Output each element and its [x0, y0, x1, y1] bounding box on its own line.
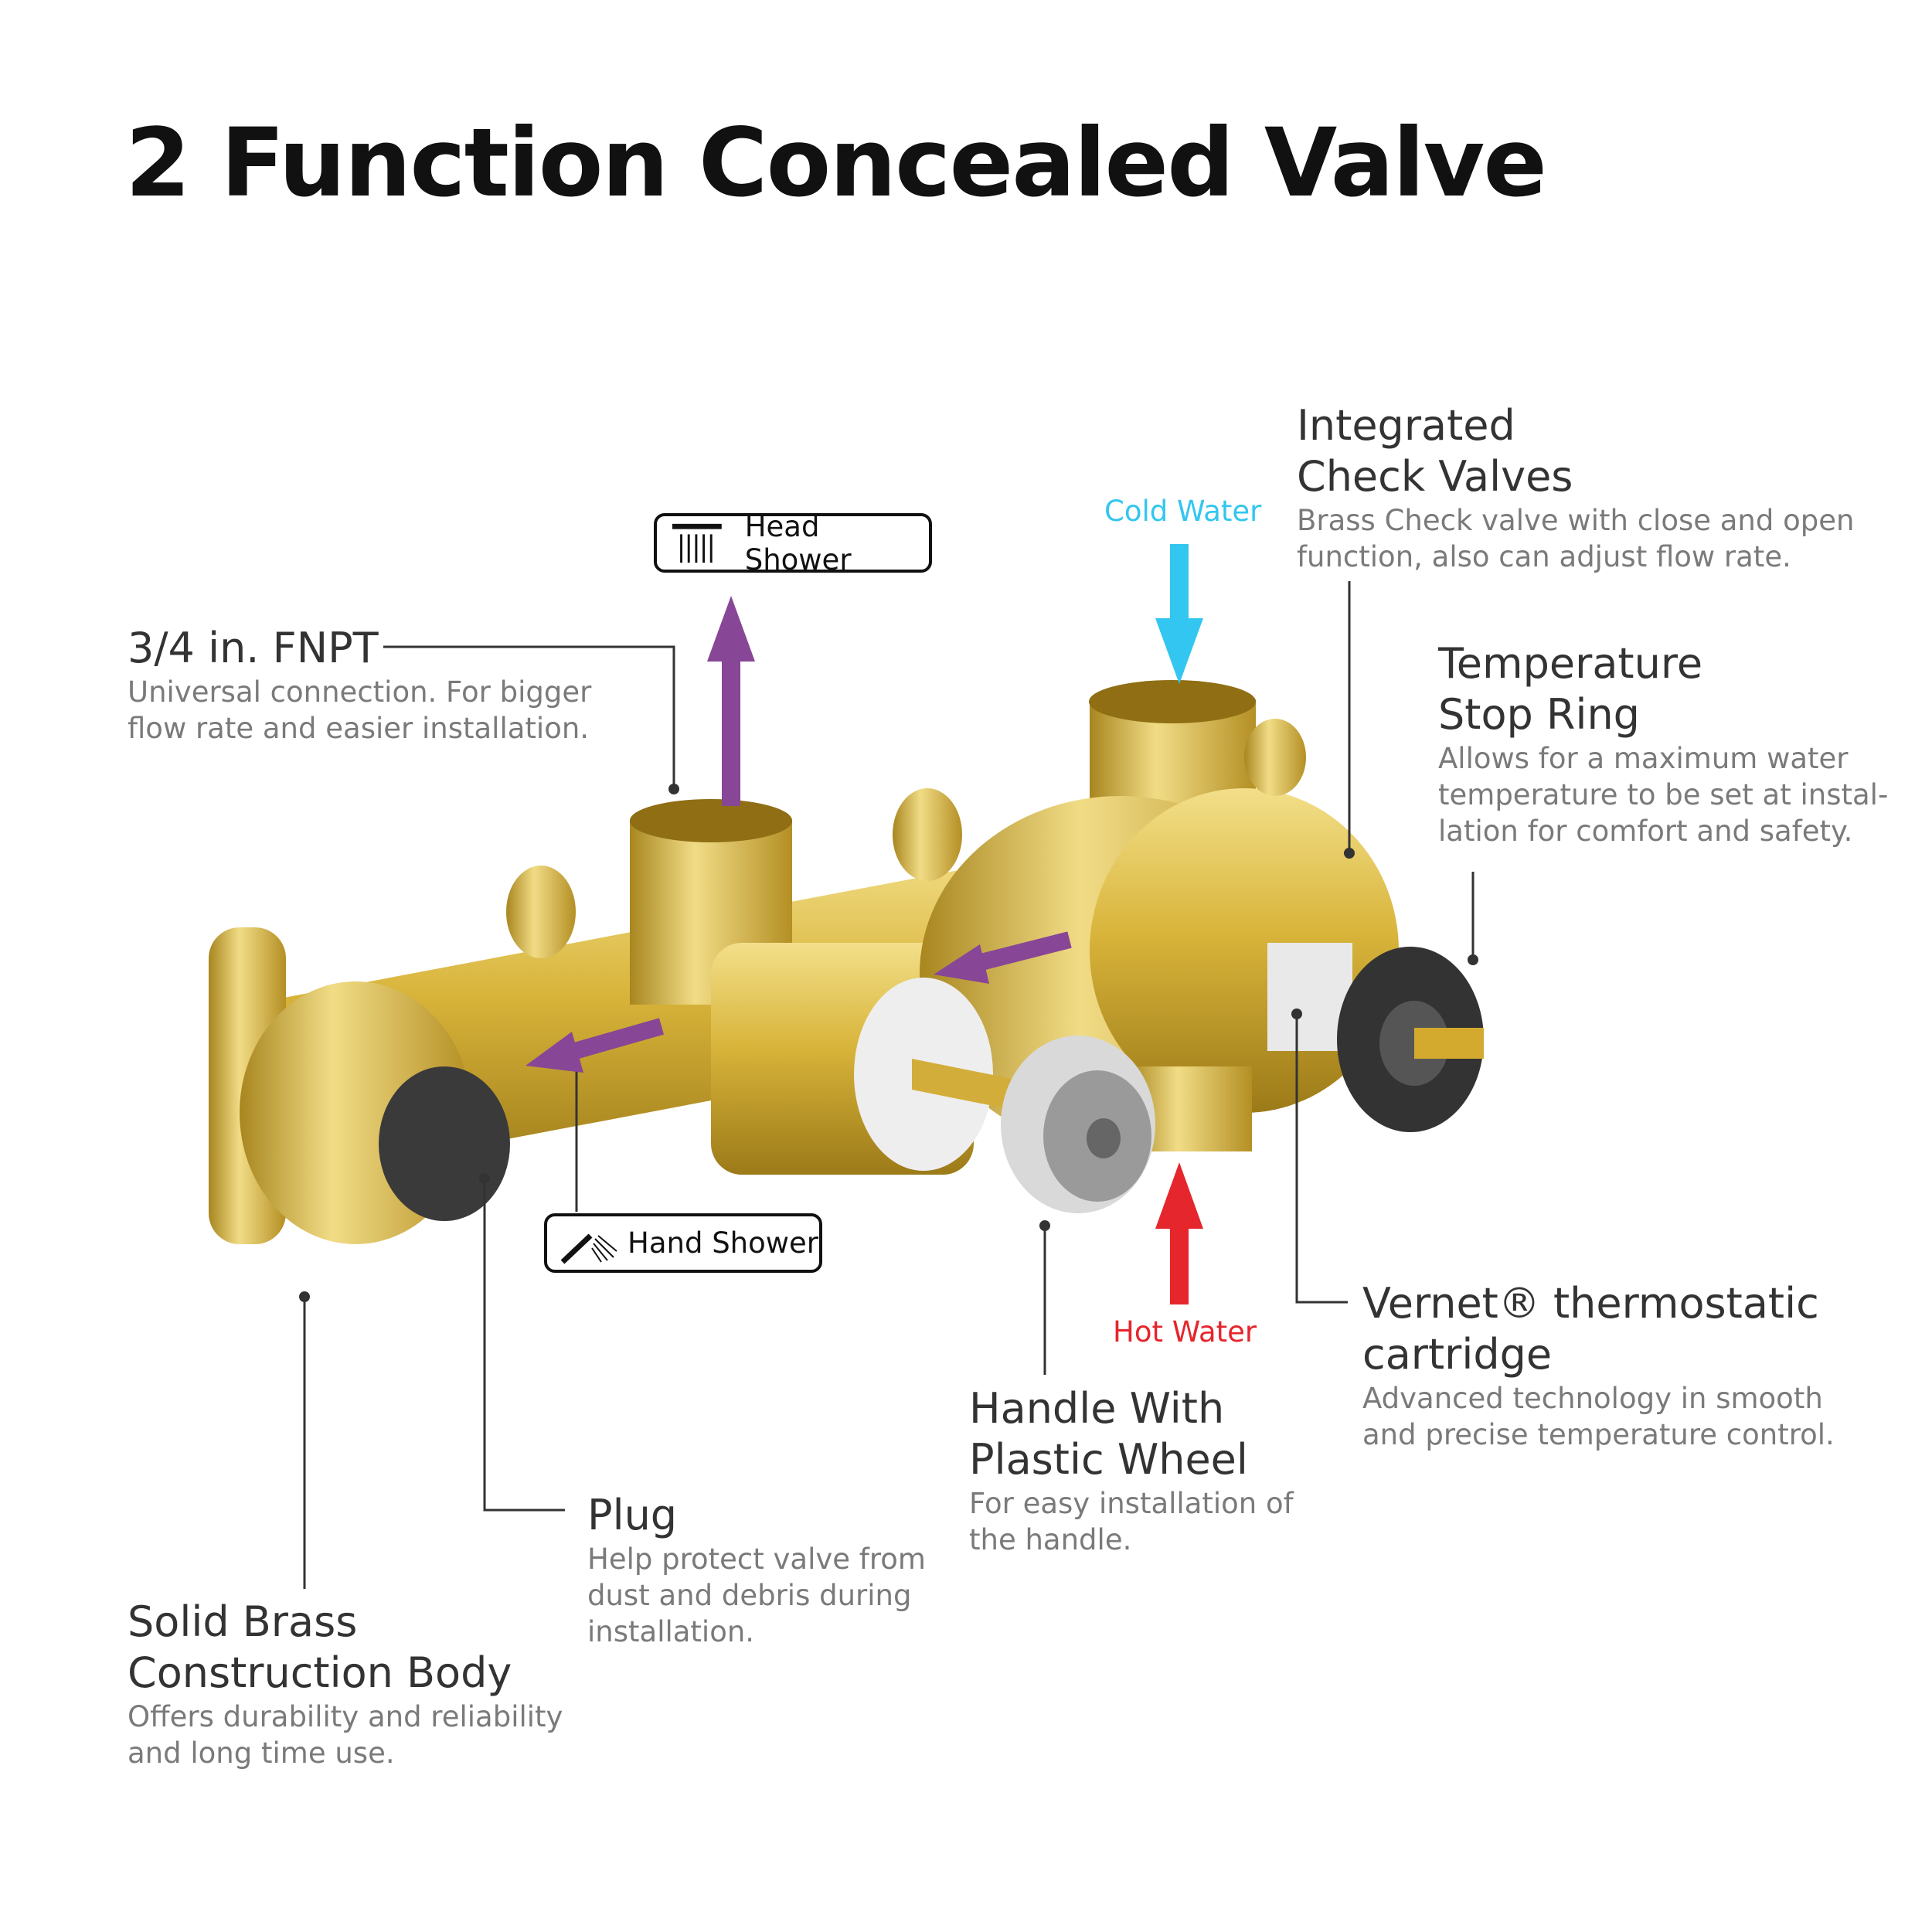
callout-heading: Temperature	[1438, 639, 1703, 688]
internal-flow-arrow	[934, 931, 1072, 984]
callout-heading: 3/4 in. FNPT	[128, 624, 379, 672]
callout-desc: Advanced technology in smooth	[1362, 1382, 1823, 1415]
callout-stop-ring: Temperature Stop Ring Allows for a maxim…	[1438, 638, 1888, 849]
callout-desc: Brass Check valve with close and open	[1297, 504, 1855, 537]
callout-heading: Check Valves	[1297, 452, 1573, 501]
cold-water-label: Cold Water	[1104, 495, 1262, 528]
hand-shower-icon	[560, 1233, 617, 1264]
leader-dots	[299, 784, 1478, 1302]
callout-heading: Plug	[587, 1491, 678, 1539]
callout-desc: function, also can adjust flow rate.	[1297, 540, 1791, 573]
head-shower-outlet-arrow	[707, 596, 755, 806]
callout-heading: Stop Ring	[1438, 690, 1640, 739]
callout-handle: Handle With Plastic Wheel For easy insta…	[969, 1383, 1294, 1558]
callout-heading: Solid Brass	[128, 1597, 358, 1646]
callout-plug: Plug Help protect valve from dust and de…	[587, 1490, 926, 1650]
callout-body: Solid Brass Construction Body Offers dur…	[128, 1597, 563, 1771]
callout-desc: flow rate and easier installation.	[128, 712, 590, 745]
head-shower-label: Head Shower	[744, 509, 852, 577]
page-title: 2 Function Concealed Valve	[125, 108, 1547, 218]
head-shower-badge: Head Shower	[654, 510, 932, 577]
callout-desc: the handle.	[969, 1523, 1132, 1556]
callout-desc: and long time use.	[128, 1736, 395, 1770]
head-shower-icon	[672, 523, 722, 563]
callout-desc: and precise temperature control.	[1362, 1418, 1835, 1451]
callout-desc: installation.	[587, 1615, 755, 1648]
leader-lines	[303, 581, 1475, 1589]
callout-check-valves: Integrated Check Valves Brass Check valv…	[1297, 400, 1854, 575]
hand-shower-label: Hand Shower	[628, 1226, 819, 1260]
callout-desc: Allows for a maximum water	[1438, 742, 1849, 775]
callout-heading: Vernet® thermostatic	[1362, 1279, 1819, 1328]
hot-water-label: Hot Water	[1113, 1315, 1257, 1349]
callout-desc: For easy installation of	[969, 1487, 1294, 1520]
callout-heading: Handle With	[969, 1384, 1225, 1433]
callout-desc: Offers durability and reliability	[128, 1700, 563, 1733]
plastic-wheel	[1001, 1036, 1155, 1213]
callout-heading: cartridge	[1362, 1330, 1553, 1379]
hand-shower-flow-arrow	[526, 1018, 665, 1073]
callout-heading: Integrated	[1297, 401, 1515, 450]
callout-heading: Construction Body	[128, 1648, 512, 1697]
cold-water-arrow	[1155, 544, 1203, 684]
callout-cartridge: Vernet® thermostatic cartridge Advanced …	[1362, 1278, 1835, 1453]
plug	[379, 1066, 510, 1221]
hot-water-arrow	[1155, 1162, 1203, 1304]
callout-heading: Plastic Wheel	[969, 1435, 1248, 1484]
callout-desc: Universal connection. For bigger	[128, 675, 592, 709]
callout-desc: Help protect valve from	[587, 1543, 926, 1576]
callout-desc: dust and debris during	[587, 1579, 912, 1612]
callout-desc: lation for comfort and safety.	[1438, 815, 1853, 848]
callout-fnpt: 3/4 in. FNPT Universal connection. For b…	[128, 623, 591, 747]
thermostatic-cartridge	[1267, 943, 1484, 1132]
callout-desc: temperature to be set at instal-	[1438, 778, 1889, 811]
hand-shower-badge: Hand Shower	[544, 1213, 822, 1273]
